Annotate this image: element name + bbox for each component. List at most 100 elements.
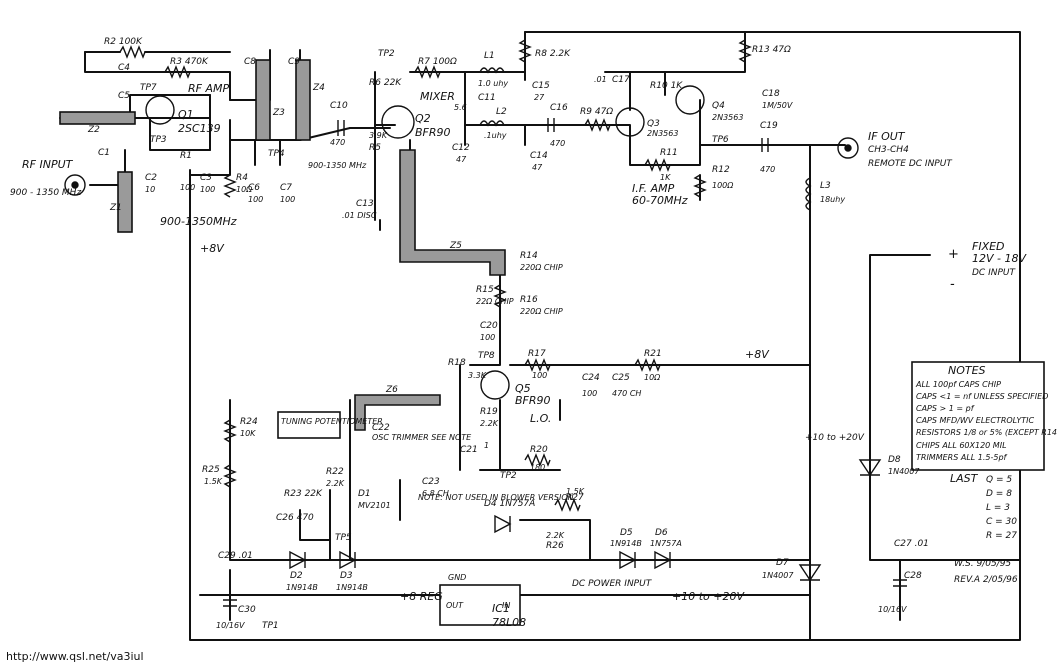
part-c4: C4 <box>118 63 130 73</box>
label-in: IN <box>502 601 510 610</box>
label-q3-part: 2N3563 <box>647 129 678 138</box>
notes-sig: REV.A 2/05/96 <box>954 575 1018 585</box>
label-mixer: MIXER <box>420 90 455 103</box>
label-fixed: FIXED <box>972 240 1005 253</box>
label-q2-part: BFR90 <box>415 126 451 139</box>
part-c3-value: 100 <box>200 185 215 194</box>
notes-line: TRIMMERS ALL 1.5-5pf <box>916 453 1008 462</box>
part-r17: R17 <box>528 349 546 359</box>
part-c19: C19 <box>760 121 778 131</box>
part-r21-value: 10Ω <box>644 373 661 382</box>
label-v8-reg: +8 REG <box>400 590 443 603</box>
part-r22: R22 <box>326 467 344 477</box>
part-r17-value: 100 <box>532 371 547 380</box>
tp-label: TP4 <box>268 149 285 159</box>
strip-z3 <box>255 59 271 141</box>
part-r16: R16 <box>520 295 538 305</box>
part-c3: C3 <box>200 173 212 183</box>
part-d6-value: 1N757A <box>650 539 682 548</box>
r15-symbol <box>493 284 507 308</box>
part-c29: C29 .01 <box>218 551 253 561</box>
part-r25-value: 1.5K <box>204 477 223 486</box>
part-c23-value: 6.8 CH <box>422 489 449 498</box>
part-c25-value: 470 CH <box>612 389 641 398</box>
part-c26: C26 470 <box>276 513 314 523</box>
part-r18: R18 <box>448 358 466 368</box>
label-if-out-ch: CH3-CH4 <box>868 145 909 155</box>
part-d7: D7 <box>776 558 789 568</box>
part-c6: C6 <box>248 183 260 193</box>
part-d6: D6 <box>655 528 668 538</box>
notes-last: R = 27 <box>986 531 1017 541</box>
part-z2: Z2 <box>87 125 100 135</box>
part-r19: R19 <box>480 407 498 417</box>
label-if-out: IF OUT <box>868 130 906 143</box>
part-c23: C23 <box>422 477 440 487</box>
part-c18: C18 <box>762 89 780 99</box>
r2-symbol <box>119 45 146 59</box>
part-c13-value: .01 DISC <box>342 211 377 220</box>
r24-symbol <box>223 419 237 443</box>
label-v8-left: +8V <box>200 242 225 255</box>
part-r4: R4 <box>236 173 248 183</box>
label-tuning-pot: TUNING POTENTIOMETER <box>281 417 383 426</box>
part-l3-value: 18uhy <box>820 195 845 204</box>
notes-title: NOTES <box>948 364 986 377</box>
r17-symbol <box>524 358 551 372</box>
strip-z6 <box>354 394 441 431</box>
label-ic1-part: 78L08 <box>492 616 526 629</box>
l3-symbol <box>805 177 812 211</box>
r12-symbol <box>693 174 707 198</box>
notes-line: CAPS MFD/WV ELECTROLYTIC <box>916 416 1035 425</box>
label-rf-band: 900 - 1350 MHz <box>10 188 81 198</box>
notes-last: L = 3 <box>986 503 1010 513</box>
part-r27: R27 <box>566 493 584 503</box>
notes-sig: W.S. 9/05/95 <box>954 559 1011 569</box>
part-r19-value: 2.2K <box>480 419 499 428</box>
part-d4: D4 1N757A <box>484 499 535 509</box>
d6-symbol <box>654 550 672 570</box>
part-c8: C8 <box>244 57 256 67</box>
part-c15-value: 27 <box>534 93 545 102</box>
label-q1: Q1 <box>178 108 194 121</box>
part-d1-value: MV2101 <box>358 501 391 510</box>
part-c28: C28 <box>904 571 922 581</box>
part-c15: C15 <box>532 81 550 91</box>
label-osc-trimmer: OSC TRIMMER SEE NOTE <box>372 433 472 442</box>
part-c25: C25 <box>612 373 630 383</box>
r13-symbol <box>738 39 752 63</box>
url-footer: http://www.qsl.net/va3iul <box>6 650 144 663</box>
part-r21: R21 <box>644 349 662 359</box>
tp-label: TP5 <box>335 533 352 543</box>
notes-last-title: LAST <box>950 472 979 485</box>
d2-symbol <box>289 550 307 570</box>
part-c27: C27 .01 <box>894 539 929 549</box>
notes-last: D = 8 <box>986 489 1012 499</box>
r11-symbol <box>644 158 671 172</box>
part-d5-value: 1N914B <box>610 539 642 548</box>
part-r20: R20 <box>530 445 548 455</box>
q4-symbol <box>675 85 705 115</box>
part-d2-value: 1N914B <box>286 583 318 592</box>
part-r4-value: 10Ω <box>236 185 253 194</box>
d8-symbol <box>858 459 882 477</box>
if-out-connector <box>837 137 859 159</box>
part-c21: C21 <box>460 445 478 455</box>
part-l1: L1 <box>484 51 495 61</box>
ic1-box <box>439 584 521 626</box>
part-z4: Z4 <box>312 83 325 93</box>
strip-z2 <box>59 111 136 125</box>
label-if-amp-band: 60-70MHz <box>632 194 688 207</box>
part-c30-value: 10/16V <box>216 621 245 630</box>
r9-symbol <box>584 118 611 132</box>
d4-symbol <box>494 514 512 534</box>
part-z1: Z1 <box>109 203 122 213</box>
part-c2-value: 10 <box>145 185 155 194</box>
part-c12: C12 <box>452 143 470 153</box>
label-note-c23: NOTE: NOT USED IN BLOWER VERSION <box>418 493 574 502</box>
c10-symbol <box>337 120 345 136</box>
label-q3: Q3 <box>647 119 660 129</box>
part-r22-value: 2.2K <box>326 479 345 488</box>
part-c7-value: 100 <box>280 195 295 204</box>
label-q1-part: 2SC139 <box>178 122 221 135</box>
